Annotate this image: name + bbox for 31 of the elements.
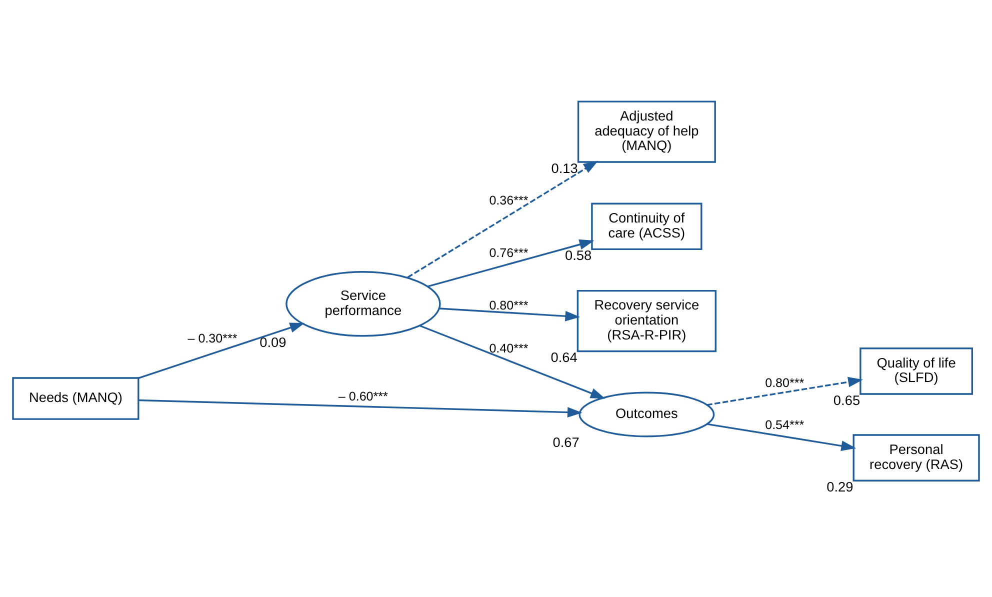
edge-label: 0.54*** <box>765 418 804 432</box>
edge-label: – 0.30*** <box>188 331 238 346</box>
node-label: 0.65 <box>833 392 860 408</box>
arrow <box>428 239 594 288</box>
edge-label: 0.76*** <box>489 246 528 260</box>
node-label: 0.09 <box>260 335 286 350</box>
arrow <box>407 160 598 278</box>
node-ellipse: Outcomes <box>578 392 715 438</box>
node-box: Adjusted adequacy of help (MANQ) <box>577 100 716 163</box>
node-label: 0.29 <box>826 480 854 495</box>
node-label: 0.67 <box>552 435 580 450</box>
arrow <box>420 324 606 399</box>
arrow <box>439 308 580 322</box>
arrow <box>138 399 582 418</box>
node-box: Recovery service orientation (RSA-R-PIR) <box>576 290 716 352</box>
edge-label: – 0.60*** <box>338 390 388 404</box>
edge-label: 0.40*** <box>489 342 528 356</box>
arrow <box>138 322 305 379</box>
node-ellipse: Service performance <box>286 271 441 337</box>
edge-label: 0.80*** <box>765 376 804 390</box>
arrow <box>706 376 863 406</box>
node-label: 0.13 <box>551 160 578 176</box>
edge-label: 0.80*** <box>489 298 528 312</box>
node-label: 0.58 <box>564 248 592 264</box>
node-box: Needs (MANQ) <box>12 377 140 420</box>
node-label: 0.64 <box>550 350 578 366</box>
node-box: Personal recovery (RAS) <box>852 434 980 482</box>
arrow <box>706 423 856 451</box>
edge-label: 0.36*** <box>489 194 528 208</box>
node-box: Quality of life (SLFD) <box>860 348 974 395</box>
node-box: Continuity of care (ACSS) <box>591 202 702 250</box>
